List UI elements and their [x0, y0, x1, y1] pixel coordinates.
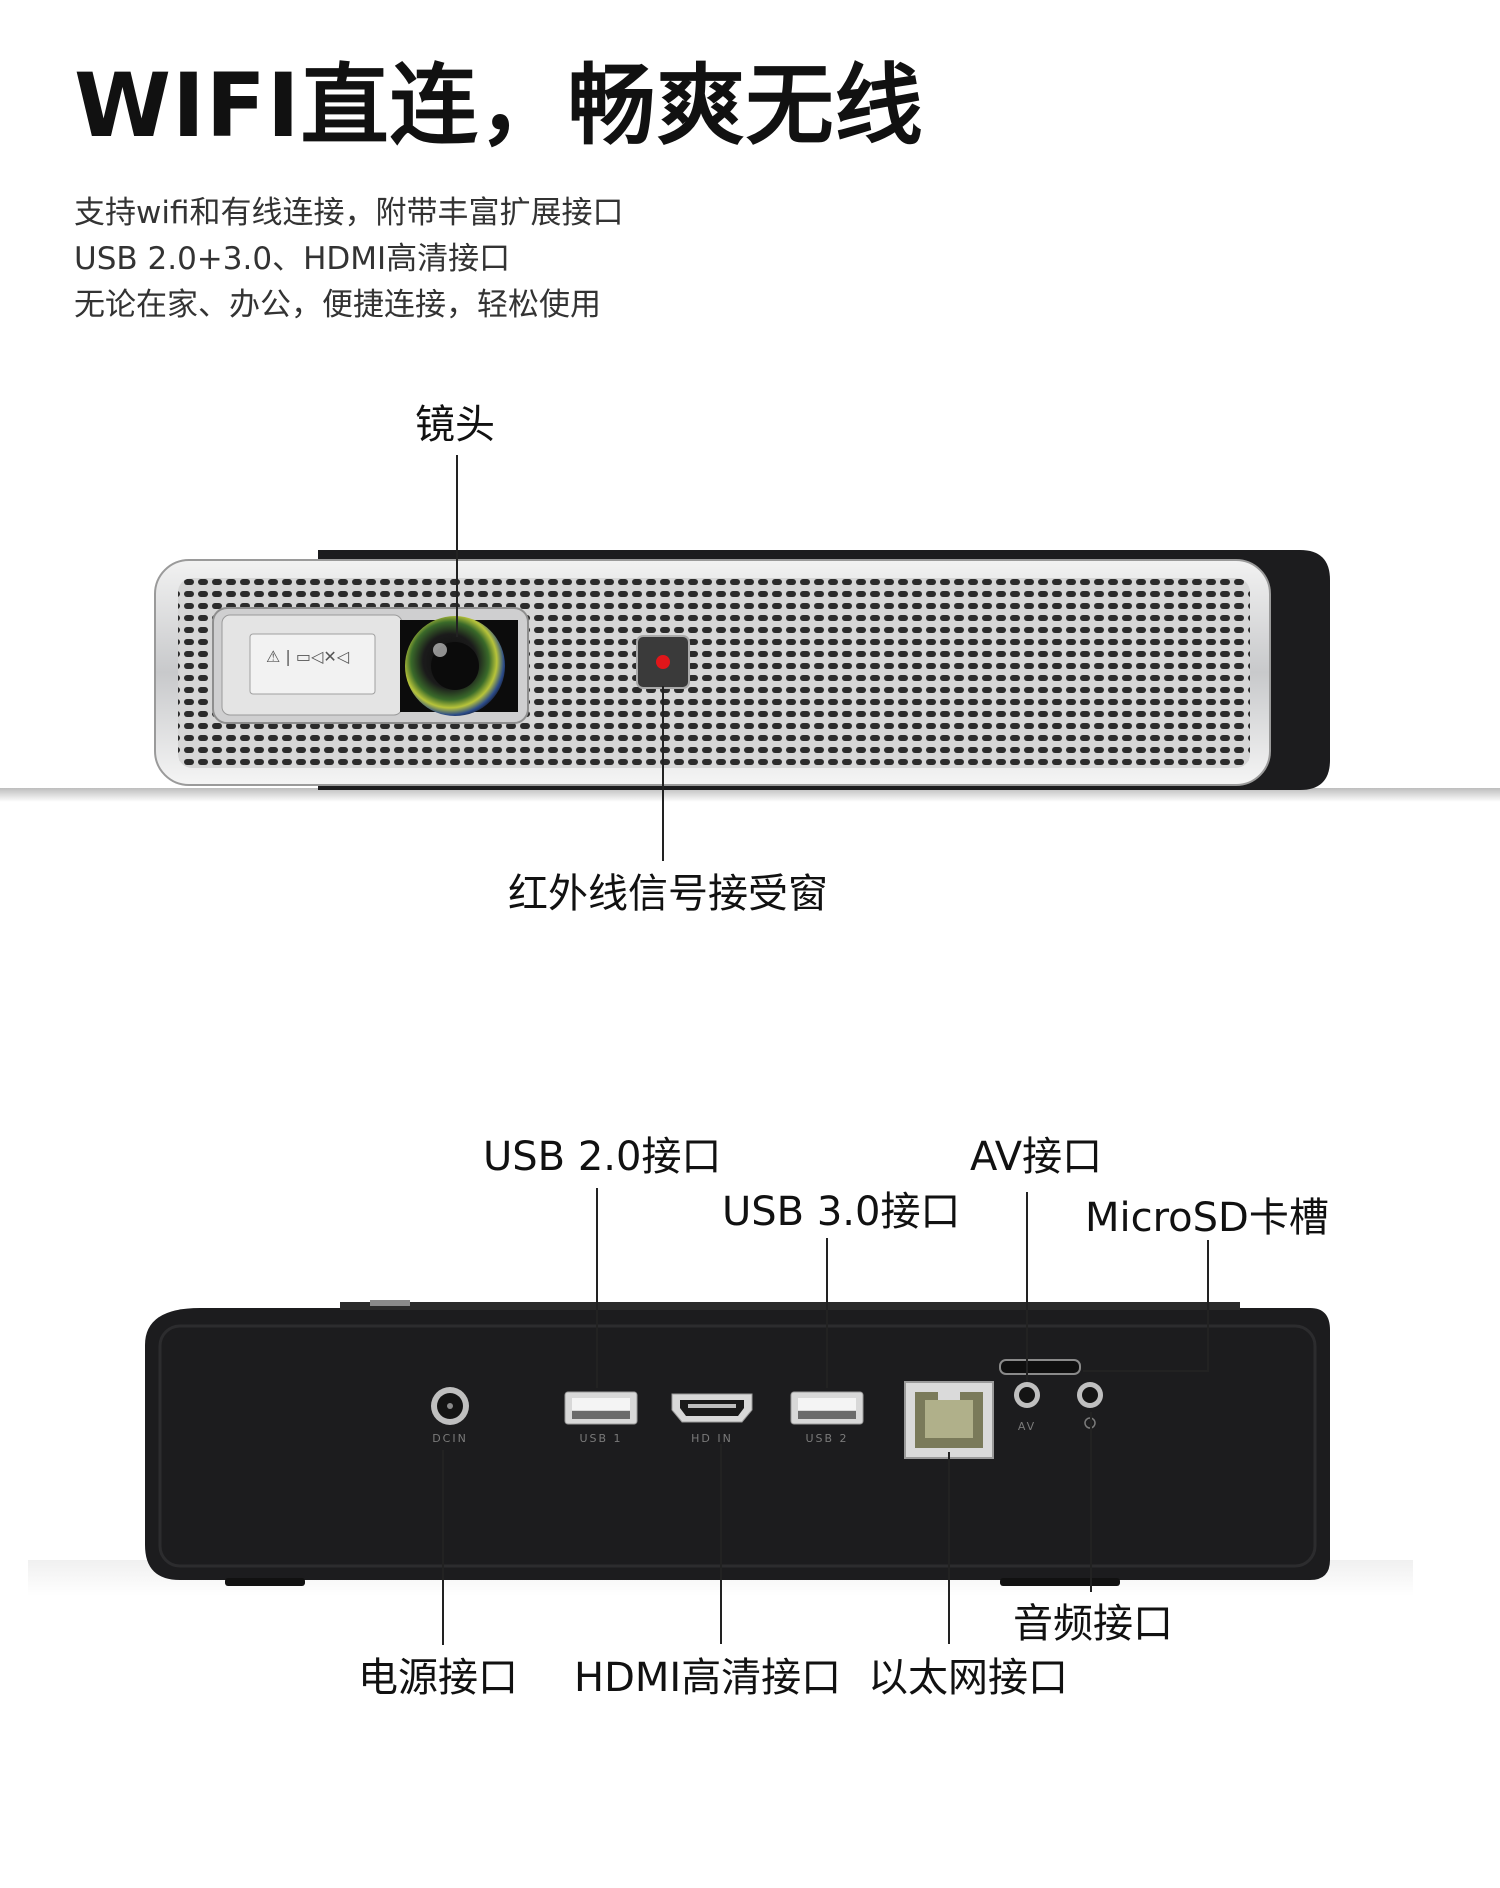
- port-label-hdin: HD IN: [691, 1432, 733, 1445]
- port-label-av: AV: [1018, 1420, 1036, 1433]
- port-label-usb2: USB 2: [805, 1432, 848, 1445]
- callout-power: 电源接口: [358, 1655, 518, 1701]
- callout-hdmi: HDMI高清接口: [574, 1655, 842, 1701]
- callout-usb2: USB 2.0接口: [483, 1134, 722, 1180]
- subtitle-line-2: USB 2.0+3.0、HDMI高清接口: [74, 241, 511, 277]
- callout-line-ir: [662, 686, 664, 861]
- callout-av: AV接口: [970, 1134, 1103, 1180]
- port-label-dcin: DCIN: [432, 1432, 468, 1445]
- port-label-usb1: USB 1: [579, 1432, 622, 1445]
- callout-line-ethernet: [948, 1452, 950, 1644]
- callout-microsd: MicroSD卡槽: [1085, 1195, 1329, 1241]
- callout-line-audio: [1090, 1412, 1092, 1592]
- callout-line-hdmi: [720, 1444, 722, 1644]
- callout-line-power: [442, 1450, 444, 1645]
- callout-ir-window: 红外线信号接受窗: [508, 871, 828, 917]
- callout-ethernet: 以太网接口: [868, 1655, 1068, 1701]
- callout-usb3: USB 3.0接口: [722, 1189, 961, 1235]
- projector-front-image: [0, 550, 1500, 802]
- headline: WIFI直连，畅爽无线: [74, 54, 924, 157]
- projector-back-image: DCIN USB 1 HD IN USB 2 AV: [28, 1300, 1413, 1596]
- callout-line-microsd-vertical: [1207, 1240, 1209, 1372]
- lens-cover-markings: ⚠ | ▭◁✕◁: [266, 647, 350, 666]
- callout-line-av: [1026, 1192, 1028, 1382]
- callout-line-lens: [456, 455, 458, 637]
- callout-lens: 镜头: [415, 402, 495, 448]
- callout-line-microsd-horizontal: [1083, 1370, 1209, 1372]
- callout-line-usb2: [596, 1188, 598, 1388]
- subtitle-line-3: 无论在家、办公，便捷连接，轻松使用: [74, 287, 601, 323]
- subtitle-line-1: 支持wifi和有线连接，附带丰富扩展接口: [74, 195, 624, 231]
- callout-audio: 音频接口: [1013, 1601, 1173, 1647]
- callout-line-usb3: [826, 1238, 828, 1388]
